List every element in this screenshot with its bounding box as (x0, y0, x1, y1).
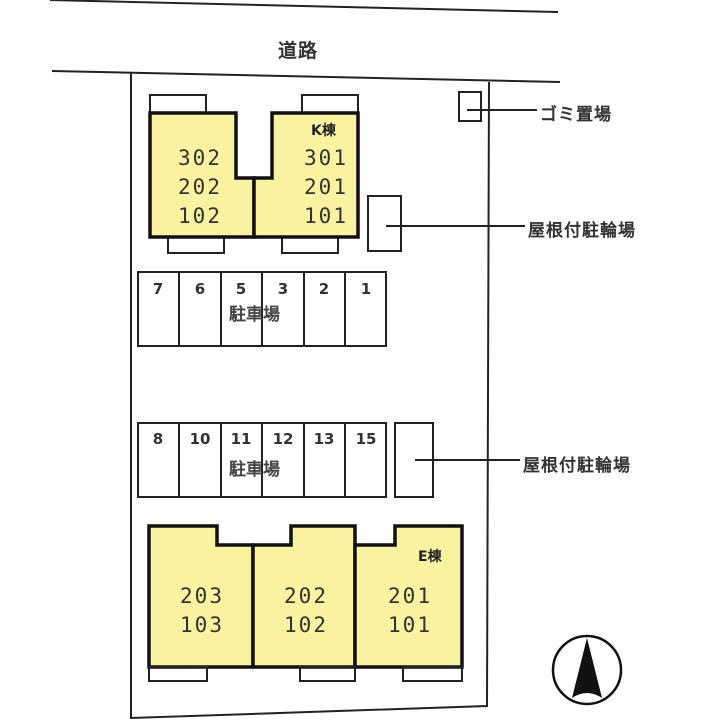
parking-slot-number: 8 (152, 430, 164, 448)
parking-slot-number: 11 (230, 430, 252, 448)
balcony (402, 666, 463, 682)
parking-slot-number: 6 (194, 280, 206, 298)
unit-number: 201 (304, 175, 348, 199)
balcony (148, 666, 208, 682)
building-e-unit-column: 201 101 (370, 582, 450, 640)
balcony (301, 94, 359, 114)
north-arrow-icon (551, 634, 623, 706)
bike-parking-box-top (367, 195, 402, 252)
road-label: 道路 (278, 40, 319, 62)
unit-number: 202 (284, 584, 328, 608)
building-k-name: K棟 (311, 123, 336, 139)
parking-slot-number: 1 (360, 280, 372, 298)
road-edge-bottom (51, 70, 561, 83)
bike-parking-label-bottom: 屋根付駐輪場 (523, 456, 631, 476)
building-e-name: E棟 (418, 549, 442, 565)
unit-number: 103 (180, 613, 224, 637)
parking-slot-number: 12 (272, 430, 294, 448)
site-boundary (130, 72, 490, 720)
parking-lot-label-top: 駐車場 (229, 305, 280, 325)
parking-slot-number: 15 (355, 430, 377, 448)
unit-number: 102 (178, 204, 222, 228)
parking-slot-number: 2 (318, 280, 330, 298)
parking-slot-number: 7 (152, 280, 164, 298)
road-edge-top (49, 0, 559, 13)
building-e-unit-column: 203 103 (162, 582, 242, 640)
parking-slot-number: 13 (313, 430, 335, 448)
parking-slot-number: 3 (277, 280, 289, 298)
balcony (167, 236, 225, 254)
unit-number: 301 (304, 146, 348, 170)
bike-parking-label-top: 屋根付駐輪場 (528, 221, 636, 241)
building-e-shape (147, 524, 464, 669)
unit-number: 203 (180, 584, 224, 608)
unit-number: 202 (178, 175, 222, 199)
unit-number: 101 (304, 204, 348, 228)
balcony (149, 94, 207, 114)
parking-slot-number: 5 (235, 280, 247, 298)
building-k-left-units: 302 202 102 (160, 144, 240, 231)
unit-number: 302 (178, 146, 222, 170)
parking-slot-number: 10 (189, 430, 211, 448)
building-k-right-units: 301 201 101 (286, 144, 366, 231)
parking-lot-top (137, 271, 387, 347)
parking-lot-bottom (137, 422, 520, 498)
balcony (299, 666, 356, 682)
building-e-unit-column: 202 102 (266, 582, 346, 640)
balcony (281, 236, 339, 254)
unit-number: 201 (388, 584, 432, 608)
building-k-shape (148, 111, 360, 239)
parking-lot-label-bottom: 駐車場 (229, 460, 280, 480)
unit-number: 101 (388, 613, 432, 637)
garbage-area-label: ゴミ置場 (540, 105, 612, 125)
unit-number: 102 (284, 613, 328, 637)
garbage-area-box (458, 91, 482, 122)
